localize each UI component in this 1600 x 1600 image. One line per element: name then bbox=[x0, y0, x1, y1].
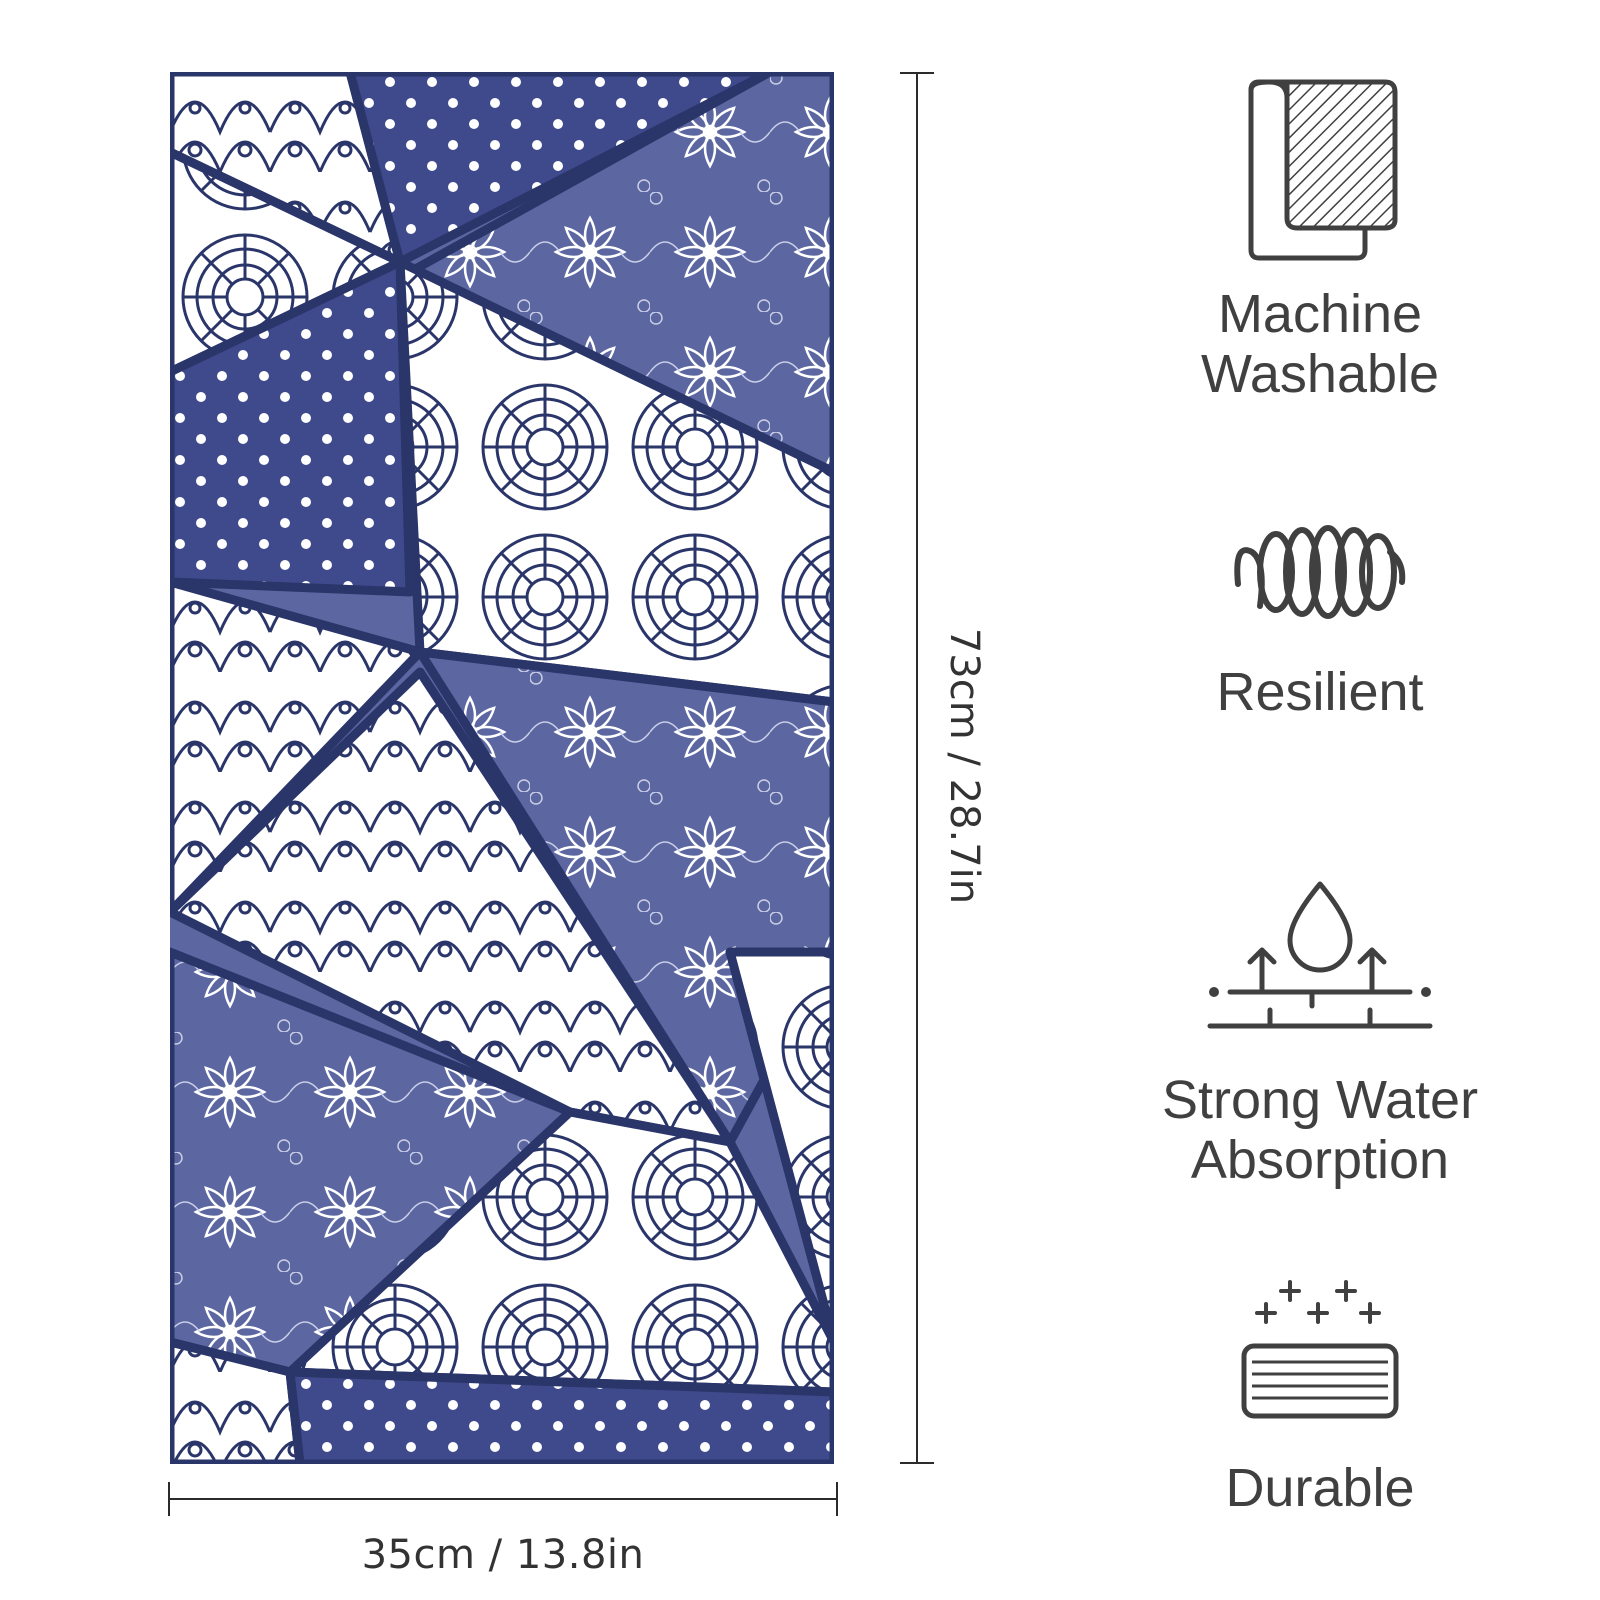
feature-durable: Durable bbox=[1120, 1278, 1520, 1518]
feature-label: Resilient bbox=[1216, 662, 1424, 722]
width-dimension-line bbox=[168, 1482, 838, 1516]
water-drop-absorption-icon bbox=[1207, 881, 1433, 1029]
feature-label: Durable bbox=[1225, 1458, 1415, 1518]
width-label: 35cm / 13.8in bbox=[361, 1532, 645, 1578]
coil-spring-icon bbox=[1234, 525, 1406, 619]
feature-machine-washable: Machine Washable bbox=[1120, 78, 1520, 404]
feature-water-absorption: Strong Water Absorption bbox=[1120, 880, 1520, 1190]
height-dimension-line bbox=[900, 72, 934, 1464]
feature-label: Strong Water Absorption bbox=[1161, 1070, 1479, 1190]
feature-resilient: Resilient bbox=[1120, 522, 1520, 722]
towel-pattern bbox=[170, 72, 834, 1464]
towel-image bbox=[170, 72, 834, 1464]
machine-washable-icon bbox=[1248, 79, 1398, 261]
sparkle-fabric-icon bbox=[1241, 1280, 1399, 1419]
feature-label: Machine Washable bbox=[1200, 284, 1440, 404]
height-label: 73cm / 28.7in bbox=[941, 627, 987, 905]
patchwork-tiles bbox=[170, 72, 834, 1464]
